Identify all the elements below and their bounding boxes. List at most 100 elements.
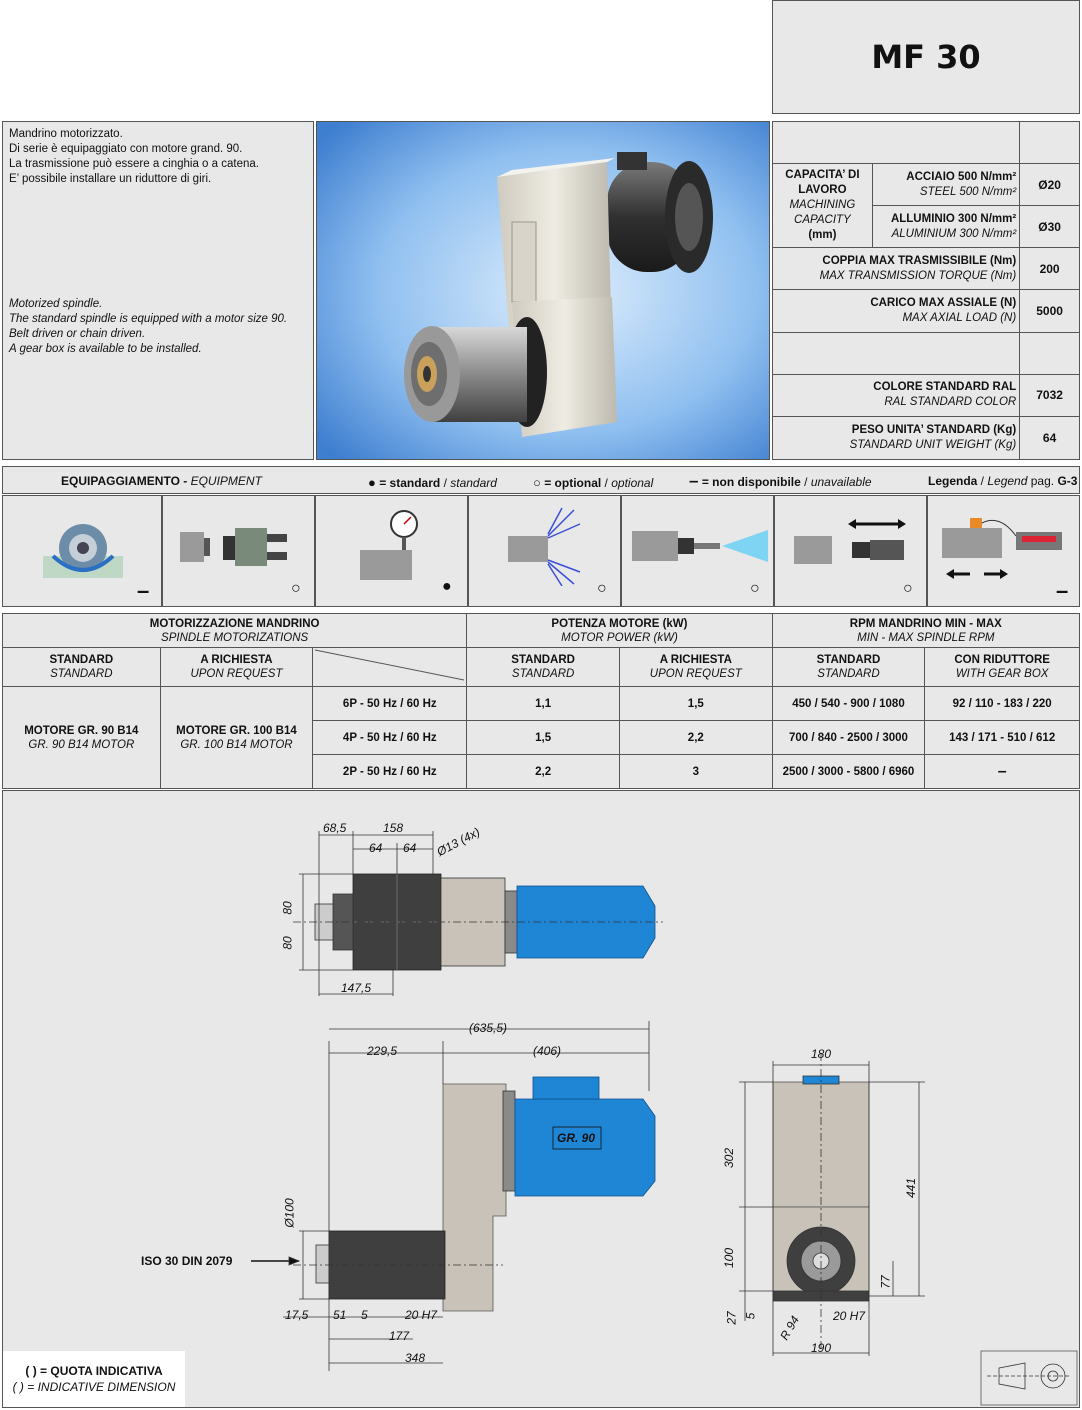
equipment-item: ● [315,495,468,607]
equipment-title: EQUIPAGGIAMENTO - EQUIPMENT [61,474,262,488]
equipment-item: ○ [468,495,621,607]
side-view [251,1021,656,1371]
col-rpm-standard: STANDARD [816,654,881,666]
power-standard-cell: 1,1 [466,686,620,721]
torque-value: 200 [1019,247,1080,291]
col-gearbox-en: WITH GEAR BOX [955,668,1049,680]
legenda-page: pag. [1030,474,1055,488]
header-motorization-en: SPINDLE MOTORIZATIONS [161,631,309,644]
steel-value: Ø20 [1019,163,1080,207]
diagonal-cell [312,647,468,687]
col-standard-en: STANDARD [50,668,113,680]
col-request: A RICHIESTA [200,654,273,666]
dim-label: 190 [811,1341,832,1355]
desc-line: Motorized spindle. [9,298,103,310]
header-rpm: RPM MANDRINO MIN - MAX [849,617,1002,630]
desc-line: The standard spindle is equipped with a … [9,313,288,325]
dial-gauge-icon [360,510,418,580]
top-view [293,831,663,996]
header-power-en: MOTOR POWER (kW) [561,631,678,644]
desc-line: A gear box is available to be installed. [9,343,202,355]
dim-label: 348 [405,1351,426,1365]
equipment-row: – ○ ● ○ [2,495,1080,607]
col-power-standard-en: STANDARD [511,668,575,680]
spec-table: CAPACITA’ DI LAVORO MACHINING CAPACITY (… [771,120,1080,461]
dim-label: 229,5 [367,1044,398,1058]
motor-request-en: GR. 100 B14 MOTOR [180,738,293,751]
steel-label-en: STEEL 500 N/mm² [919,185,1017,198]
power-standard-cell: 1,5 [466,720,620,755]
standard-symbol: ● [368,475,376,490]
note-box: ( ) = QUOTA INDICATIVA ( ) = INDICATIVE … [3,1351,185,1407]
equipment-status: – [137,578,150,603]
desc-line: La trasmissione può essere a cinghia o a… [9,158,259,170]
dim-label: 80 [280,901,295,915]
capacity-label: CAPACITA’ DI LAVORO [785,169,860,197]
power-standard-cell: 2,2 [466,754,620,789]
optional-symbol: ○ [533,475,541,490]
color-label-en: RAL STANDARD COLOR [884,396,1017,409]
weight-label-en: STANDARD UNIT WEIGHT (Kg) [849,438,1017,451]
legenda-it: Legenda [928,474,978,488]
desc-line: Belt driven or chain driven. [9,328,146,340]
equipment-status: ○ [291,580,301,597]
dim-label: 20 H7 [833,1309,866,1323]
color-label: COLORE STANDARD RAL [873,381,1017,394]
equipment-item: ○ [774,495,927,607]
through-coolant-icon [632,530,768,562]
desc-line: E’ possibile installare un riduttore di … [9,173,212,185]
col-standard: STANDARD [49,654,114,666]
description-en: Motorized spindle. The standard spindle … [9,297,287,357]
equipment-item: – [2,495,162,607]
dim-label: 5 [361,1308,368,1322]
legenda-page-ref: G-3 [1057,474,1078,488]
col-power-request-en: UPON REQUEST [649,668,742,680]
aluminium-label: ALLUMINIO 300 N/mm² [890,212,1017,225]
color-value: 7032 [1019,373,1080,417]
rpm-gearbox-cell: – [924,754,1080,789]
dim-label: 51 [333,1308,347,1322]
equipment-item: ○ [162,495,315,607]
dim-label: 64 [403,841,417,855]
legend-optional-it: = optional [544,476,602,490]
legend-unavailable: – = non disponibile / unavailable [689,471,872,490]
dim-label: 5 [743,1312,758,1320]
weight-value: 64 [1019,415,1080,461]
col-gearbox: CON RIDUTTORE [954,654,1050,666]
dim-label: 17,5 [285,1308,309,1322]
iso-label: ISO 30 DIN 2079 [141,1254,233,1268]
product-photo [316,121,770,460]
aluminium-value: Ø30 [1019,205,1080,249]
legend-unavailable-it: = non disponibile [701,475,801,489]
col-rpm-standard-en: STANDARD [817,668,880,680]
freq-cell: 6P - 50 Hz / 60 Hz [312,686,468,721]
legend-optional-en: optional [611,476,654,490]
rpm-gearbox-cell: 92 / 110 - 183 / 220 [924,686,1080,721]
dim-label: 177 [389,1329,410,1343]
legend-standard-en: standard [450,476,497,490]
dim-label: 80 [280,936,295,950]
dim-label: 147,5 [341,981,372,995]
dim-label: (406) [533,1044,562,1058]
technical-drawing: 68,5 158 64 64 Ø13 (4x) 80 80 147,5 (635… [2,790,1080,1408]
description-panel: Mandrino motorizzato. Di serie è equipag… [2,121,314,460]
power-request-cell: 2,2 [618,720,773,755]
equipment-status: ● [442,578,452,595]
dim-label: 68,5 [323,821,347,835]
front-view [739,1053,925,1356]
legend-optional: ○ = optional / optional [533,475,654,490]
col-request-en: UPON REQUEST [190,668,283,680]
header-motorization: MOTORIZZAZIONE MANDRINO [149,617,320,630]
rpm-standard-cell: 700 / 840 - 2500 / 3000 [771,720,926,755]
axial-load-value: 5000 [1019,289,1080,333]
title-box: MF 30 [772,0,1080,114]
desc-line: Di serie è equipaggiato con motore grand… [9,143,243,155]
equipment-title-it: EQUIPAGGIAMENTO - [61,474,191,488]
dim-label: 100 [722,1247,737,1269]
tool-holder-icon [794,519,906,564]
legenda-en: Legend [987,474,1028,488]
axial-load-label-en: MAX AXIAL LOAD (N) [902,311,1017,324]
equipment-header: EQUIPAGGIAMENTO - EQUIPMENT ● = standard… [2,466,1080,494]
